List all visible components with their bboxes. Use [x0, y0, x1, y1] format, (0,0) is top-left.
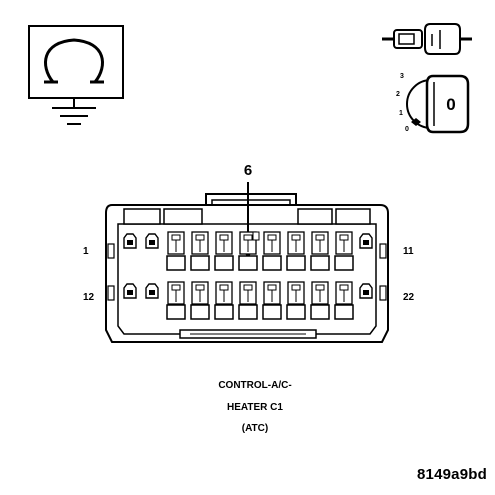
cavity-slot [335, 281, 353, 305]
cavity-slot [311, 281, 329, 305]
cavity-terminal [310, 255, 330, 271]
cavity-marker [252, 231, 260, 241]
cavity-slot [311, 231, 329, 255]
cavity-slot [215, 231, 233, 255]
figure-id: 8149a9bd [417, 466, 487, 483]
cavity-slot [215, 281, 233, 305]
connector-caption-line-2: HEATER C1 [227, 402, 283, 413]
cavity-terminal [310, 304, 330, 320]
callout-number: 6 [243, 162, 253, 179]
cavity-slot [263, 281, 281, 305]
cavity-terminal [190, 304, 210, 320]
cavity-slot [167, 231, 185, 255]
cavity-slot [263, 231, 281, 255]
cavity-slot [191, 231, 209, 255]
cavity-terminal [166, 255, 186, 271]
cavity-slot [287, 281, 305, 305]
key-position-0: 0 [405, 126, 409, 133]
cavity-slot [287, 231, 305, 255]
cavity-terminal [262, 304, 282, 320]
cavity-terminal [166, 304, 186, 320]
cavity-slot [167, 281, 185, 305]
connector-caption-line-3: (ATC) [241, 423, 269, 434]
cavity-terminal [334, 304, 354, 320]
pin-label-11: 11 [403, 246, 414, 257]
cavity-terminal [214, 255, 234, 271]
pin-label-12: 12 [83, 292, 95, 303]
cavity-slot [239, 281, 257, 305]
cavity-terminal [190, 255, 210, 271]
key-current-position: 0 [446, 95, 456, 114]
cavity-slot [335, 231, 353, 255]
key-position-1: 1 [399, 110, 403, 117]
cavity-terminal [238, 304, 258, 320]
cavity-terminal [262, 255, 282, 271]
key-position-3: 3 [400, 73, 404, 80]
pin-label-22: 22 [403, 292, 415, 303]
cavity-terminal [214, 304, 234, 320]
cavity-terminal [238, 255, 258, 271]
pin-label-1: 1 [83, 246, 89, 257]
cavity-terminal [286, 304, 306, 320]
connector-caption-line-1: CONTROL-A/C- [218, 380, 292, 391]
cavity-slot [191, 281, 209, 305]
cavity-terminal [286, 255, 306, 271]
cavity-terminal [334, 255, 354, 271]
key-position-2: 2 [396, 91, 400, 98]
cavity-slot [239, 231, 257, 255]
